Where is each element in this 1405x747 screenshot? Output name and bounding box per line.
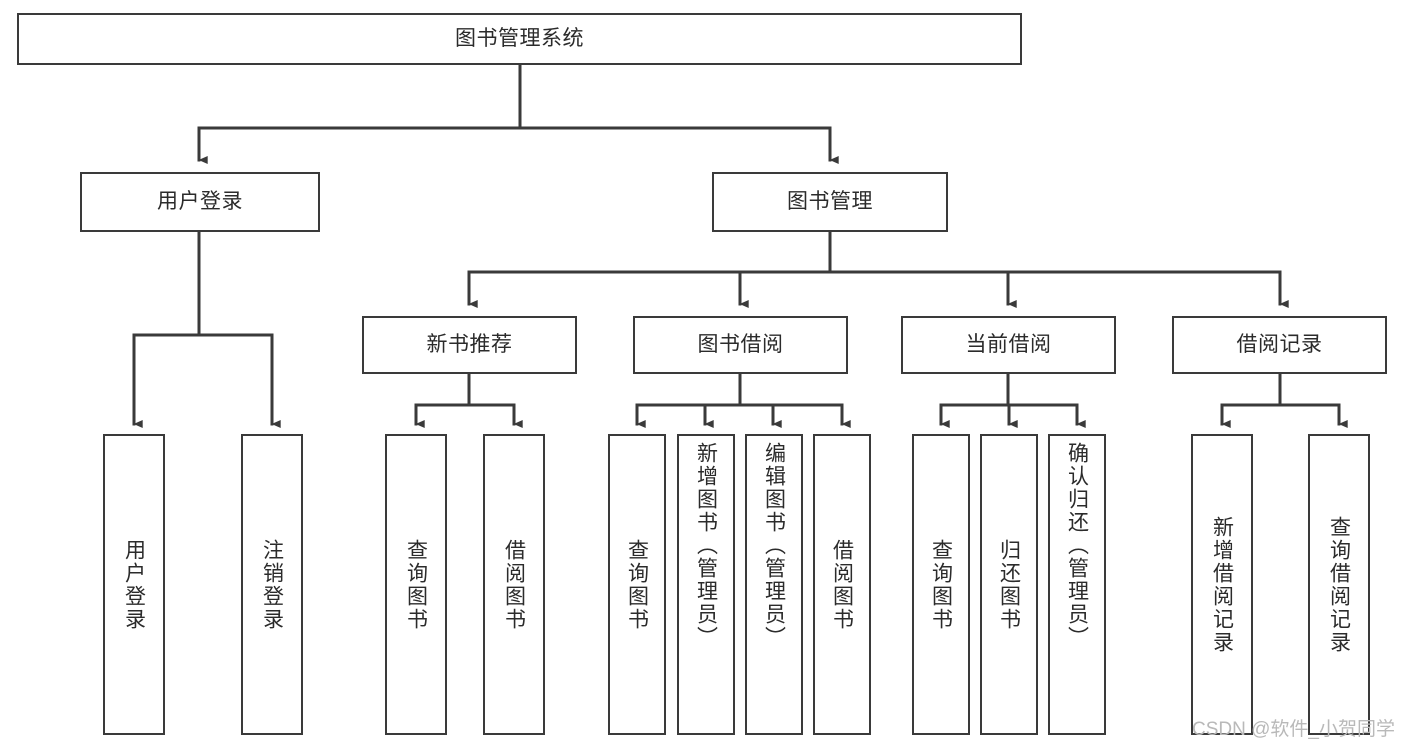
node-leaf-query-book-current[interactable]: 查询图书 [912,434,970,735]
node-current-borrow-label: 当前借阅 [965,332,1052,356]
node-leaf-query-book-rec[interactable]: 查询图书 [385,434,447,735]
node-leaf-user-login-label: 用户登录 [122,538,146,631]
node-book-manage-label: 图书管理 [787,189,873,213]
node-leaf-logout[interactable]: 注销登录 [241,434,303,735]
node-current-borrow[interactable]: 当前借阅 [901,316,1116,374]
node-leaf-add-book-label: 新增图书（管理员） [694,442,718,649]
node-user-login[interactable]: 用户登录 [80,172,320,232]
node-borrow-record-label: 借阅记录 [1236,332,1323,356]
node-leaf-edit-book[interactable]: 编辑图书（管理员） [745,434,803,735]
node-leaf-query-book-borrow[interactable]: 查询图书 [608,434,666,735]
node-leaf-logout-label: 注销登录 [260,538,284,631]
node-leaf-query-borrow-record-label: 查询借阅记录 [1327,515,1351,654]
node-book-manage[interactable]: 图书管理 [712,172,948,232]
node-root[interactable]: 图书管理系统 [17,13,1022,65]
node-borrow-record[interactable]: 借阅记录 [1172,316,1387,374]
node-root-label: 图书管理系统 [455,26,584,50]
node-leaf-confirm-return-label: 确认归还（管理员） [1065,442,1089,649]
node-leaf-query-borrow-record[interactable]: 查询借阅记录 [1308,434,1370,735]
node-leaf-query-book-rec-label: 查询图书 [404,538,428,631]
node-leaf-add-book[interactable]: 新增图书（管理员） [677,434,735,735]
node-leaf-borrow-book-rec[interactable]: 借阅图书 [483,434,545,735]
node-book-borrow-label: 图书借阅 [697,332,784,356]
node-leaf-confirm-return[interactable]: 确认归还（管理员） [1048,434,1106,735]
node-new-book-recommend[interactable]: 新书推荐 [362,316,577,374]
node-book-borrow[interactable]: 图书借阅 [633,316,848,374]
node-leaf-borrow-book-borrow-label: 借阅图书 [830,538,854,631]
csdn-watermark: CSDN @软件_小贺同学 [1192,719,1395,740]
node-leaf-add-borrow-record-label: 新增借阅记录 [1210,515,1234,654]
node-new-book-recommend-label: 新书推荐 [426,332,513,356]
node-leaf-return-book[interactable]: 归还图书 [980,434,1038,735]
node-leaf-return-book-label: 归还图书 [997,538,1021,631]
node-leaf-query-book-borrow-label: 查询图书 [625,538,649,631]
node-leaf-borrow-book-rec-label: 借阅图书 [502,538,526,631]
node-leaf-add-borrow-record[interactable]: 新增借阅记录 [1191,434,1253,735]
node-user-login-label: 用户登录 [157,189,243,213]
node-leaf-edit-book-label: 编辑图书（管理员） [762,442,786,649]
node-leaf-query-book-current-label: 查询图书 [929,538,953,631]
node-leaf-borrow-book-borrow[interactable]: 借阅图书 [813,434,871,735]
node-leaf-user-login[interactable]: 用户登录 [103,434,165,735]
